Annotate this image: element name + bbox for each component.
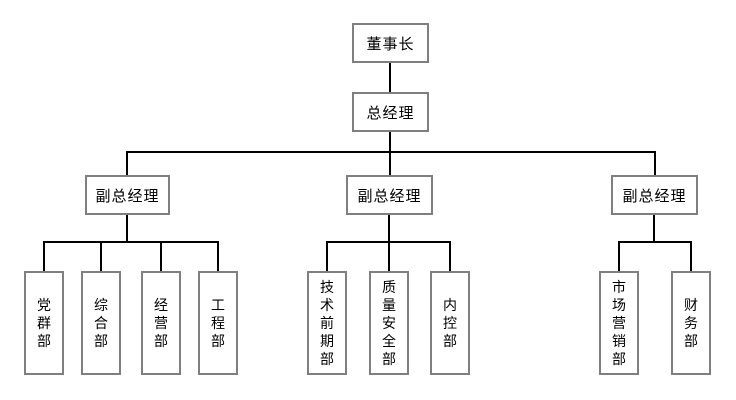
dept-box-party-masses: 党群部 [24, 271, 64, 375]
dept-label-party-masses: 党群部 [37, 297, 51, 349]
deputy-gm-box-1: 副总经理 [85, 175, 170, 215]
general-manager-box: 总经理 [352, 92, 429, 132]
dept-label-marketing: 市场营销部 [612, 279, 626, 367]
connector-deputy-bus [126, 151, 656, 175]
chairman-box: 董事长 [352, 23, 429, 63]
deputy-gm-label-1: 副总经理 [95, 187, 160, 205]
dept-label-finance: 财务部 [684, 297, 698, 349]
deputy-gm-label-2: 副总经理 [357, 187, 422, 205]
dept-box-operations: 经营部 [141, 271, 181, 375]
dept-label-internal-control: 内控部 [443, 297, 457, 349]
dept-box-engineering: 工程部 [198, 271, 238, 375]
connector-dep3-bus [618, 241, 692, 271]
dept-box-marketing: 市场营销部 [599, 271, 639, 375]
dept-label-quality-safety: 质量安全部 [382, 279, 396, 367]
dept-box-finance: 财务部 [671, 271, 711, 375]
dept-label-engineering: 工程部 [211, 297, 225, 349]
dept-box-internal-control: 内控部 [430, 271, 470, 375]
dept-label-technical-preliminary: 技术前期部 [320, 279, 334, 367]
chairman-label: 董事长 [366, 35, 415, 53]
dept-box-general-affairs: 综合部 [81, 271, 121, 375]
general-manager-label: 总经理 [366, 104, 415, 122]
dept-label-general-affairs: 综合部 [94, 297, 108, 349]
dept-box-quality-safety: 质量安全部 [369, 271, 409, 375]
connector-dep1-bus [43, 241, 219, 271]
deputy-gm-label-3: 副总经理 [622, 187, 687, 205]
dept-label-operations: 经营部 [154, 297, 168, 349]
deputy-gm-box-3: 副总经理 [611, 175, 698, 215]
deputy-gm-box-2: 副总经理 [346, 175, 433, 215]
dept-box-technical-preliminary: 技术前期部 [307, 271, 347, 375]
